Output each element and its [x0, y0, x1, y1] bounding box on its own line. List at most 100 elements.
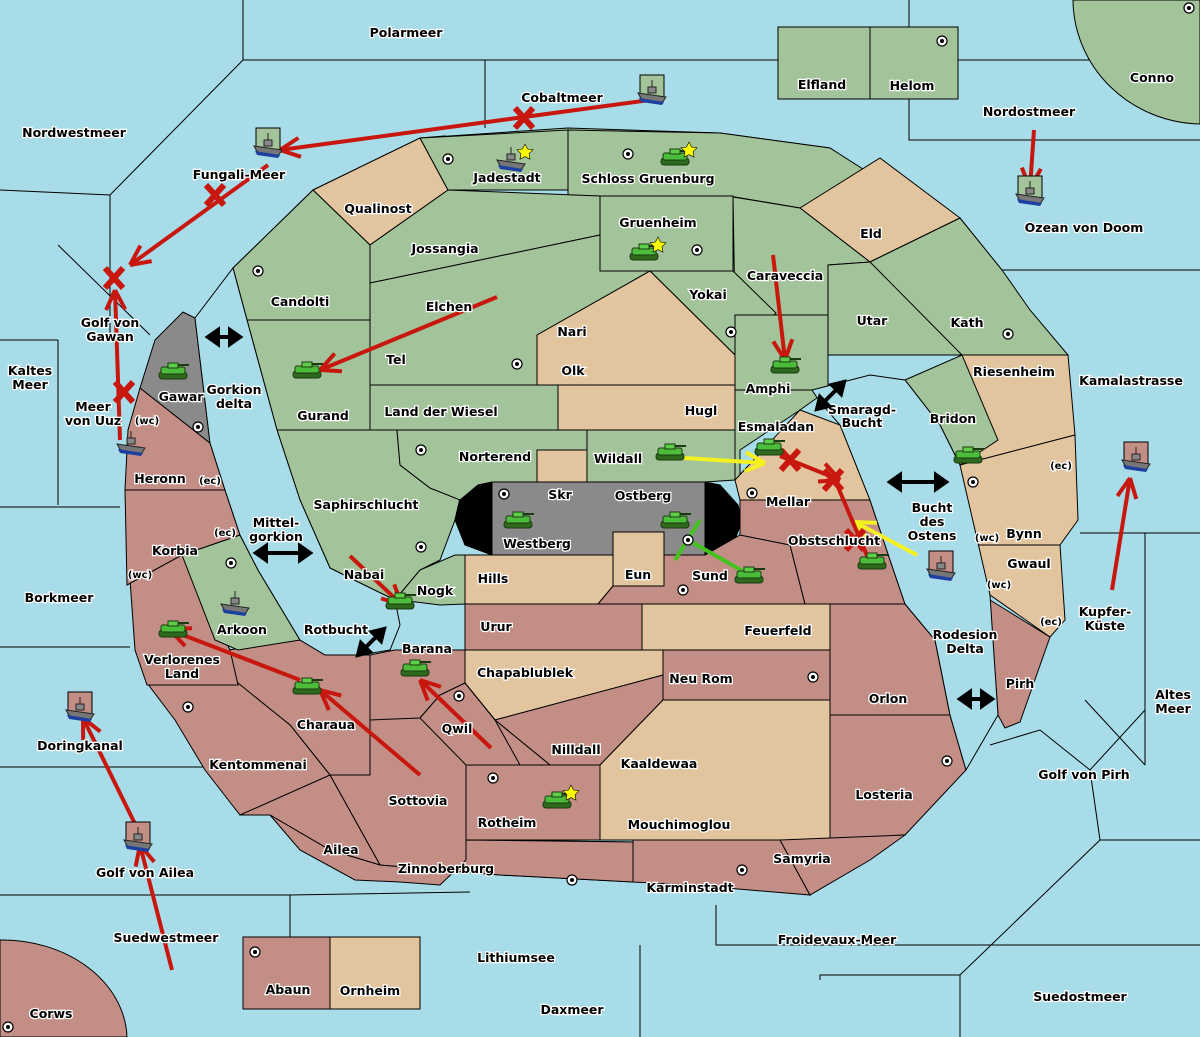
fleet-ship-icon[interactable] — [123, 821, 153, 852]
territories — [124, 127, 1079, 896]
fleet-ship-icon[interactable] — [1015, 175, 1045, 206]
army-tank-icon[interactable] — [158, 620, 189, 638]
arrowhead — [278, 136, 300, 152]
fleet-ship-icon[interactable] — [496, 143, 534, 172]
territory-conno[interactable] — [1072, 0, 1200, 125]
territory-label: Golf von Pirh — [1038, 767, 1129, 782]
territory-gwaul[interactable] — [964, 544, 1066, 638]
army-tank-icon[interactable] — [542, 784, 580, 809]
failed-order-x-icon — [843, 527, 867, 553]
fleet-ship-icon[interactable] — [1121, 441, 1151, 472]
territory-label: Hills — [478, 571, 509, 586]
arrowhead — [319, 688, 342, 698]
territory-label: des — [920, 514, 945, 529]
territory-label: Jossangia — [410, 241, 478, 256]
arrowhead — [279, 148, 302, 159]
army-tank-icon[interactable] — [953, 446, 984, 464]
order-arrow — [683, 456, 766, 465]
double-arrow-icon — [355, 626, 387, 658]
fleet-ship-icon[interactable] — [220, 591, 250, 616]
army-tank-icon[interactable] — [655, 443, 686, 461]
territory-label: Kentommenai — [209, 757, 307, 772]
territory-label: Ozean von Doom — [1025, 220, 1144, 235]
fleet-ship-icon[interactable] — [637, 74, 667, 105]
supply-center-icon — [1183, 2, 1195, 14]
territory-label: Esmaladan — [738, 419, 814, 434]
army-tank-icon[interactable] — [400, 659, 431, 677]
supply-center-icon — [677, 584, 689, 596]
territory-label: Gurand — [297, 408, 349, 423]
army-tank-icon[interactable] — [734, 566, 765, 584]
army-tank-icon[interactable] — [292, 677, 323, 695]
army-tank-icon[interactable] — [857, 552, 888, 570]
army-tank-icon[interactable] — [503, 511, 534, 529]
coast-label: (wc) — [987, 580, 1011, 591]
territory-label: Smaragd- — [828, 402, 896, 417]
fleet-ship-icon[interactable] — [926, 550, 956, 581]
territory-gruenheim[interactable] — [599, 195, 734, 272]
territory-label: Heronn — [134, 471, 186, 486]
territory-label: Ornheim — [340, 983, 400, 998]
territory-elfland[interactable] — [777, 26, 871, 100]
double-arrow-icon — [886, 471, 950, 493]
territory-label: Kath — [951, 315, 984, 330]
army-tank-icon[interactable] — [385, 592, 416, 610]
territory-ornheim[interactable] — [329, 936, 421, 1010]
army-tank-icon[interactable] — [660, 511, 691, 529]
fleet-ship-icon[interactable] — [253, 127, 283, 158]
territory-label: Charaua — [297, 717, 355, 732]
territory-helom[interactable] — [869, 26, 959, 100]
territory-losteria[interactable] — [829, 714, 967, 841]
territory-label: Urur — [480, 619, 512, 634]
supply-center-icon — [442, 153, 454, 165]
territory-corws[interactable] — [0, 939, 128, 1037]
territory-label: Norterend — [459, 449, 531, 464]
territory-label: Wildall — [594, 451, 642, 466]
territory-kentommenai[interactable] — [145, 682, 331, 816]
army-tank-icon[interactable] — [292, 361, 323, 379]
territory-label: Rodesion — [933, 627, 998, 642]
arrowhead — [419, 678, 442, 689]
army-tank-icon[interactable] — [754, 438, 785, 456]
arrowhead — [1128, 477, 1139, 500]
arrowhead — [113, 289, 127, 311]
territory-label: Corws — [30, 1006, 73, 1021]
territory-label: Daxmeer — [540, 1002, 604, 1017]
fleet-ship-icon[interactable] — [116, 431, 146, 456]
territory-label: Mouchimoglou — [628, 817, 731, 832]
territory-label: Obstschlucht — [788, 533, 880, 548]
territory-label: Delta — [946, 641, 984, 656]
territory-label: Bucht — [912, 500, 953, 515]
fleet-ship-icon[interactable] — [65, 691, 95, 722]
supply-center-icon — [487, 772, 499, 784]
supply-center-icon — [415, 541, 427, 553]
territory-label: Gwaul — [1007, 556, 1050, 571]
army-tank-icon[interactable] — [770, 356, 801, 374]
territory-label: Meer — [12, 377, 48, 392]
sea-bucht-des-ostens[interactable] — [811, 374, 999, 772]
supply-center-icon — [682, 534, 694, 546]
territory-label: Suedwestmeer — [114, 930, 220, 945]
territory-label: Nogk — [417, 583, 454, 598]
army-tank-icon[interactable] — [158, 362, 189, 380]
sea-gorkion[interactable] — [194, 266, 401, 656]
order-arrow — [169, 628, 301, 682]
territory-label: Feuerfeld — [744, 623, 811, 638]
territory-label: Borkmeer — [25, 590, 95, 605]
supply-center-icon — [192, 421, 204, 433]
coast-label: (ec) — [1040, 617, 1062, 628]
army-tank-icon[interactable] — [629, 236, 667, 261]
order-arrow — [279, 98, 651, 152]
territory-label: Hugl — [685, 403, 718, 418]
territory-label: Sottovia — [389, 793, 448, 808]
arrowhead — [128, 244, 143, 266]
territory-label: Kupfer- — [1079, 604, 1132, 619]
territory-zinnoberburg[interactable] — [269, 814, 634, 886]
territory-label: Schloss Gruenburg — [581, 171, 714, 186]
army-tank-icon[interactable] — [660, 141, 698, 166]
territory-samyria[interactable] — [779, 834, 907, 896]
territory-label: Losteria — [855, 787, 912, 802]
territory-label: Arkoon — [217, 622, 267, 637]
